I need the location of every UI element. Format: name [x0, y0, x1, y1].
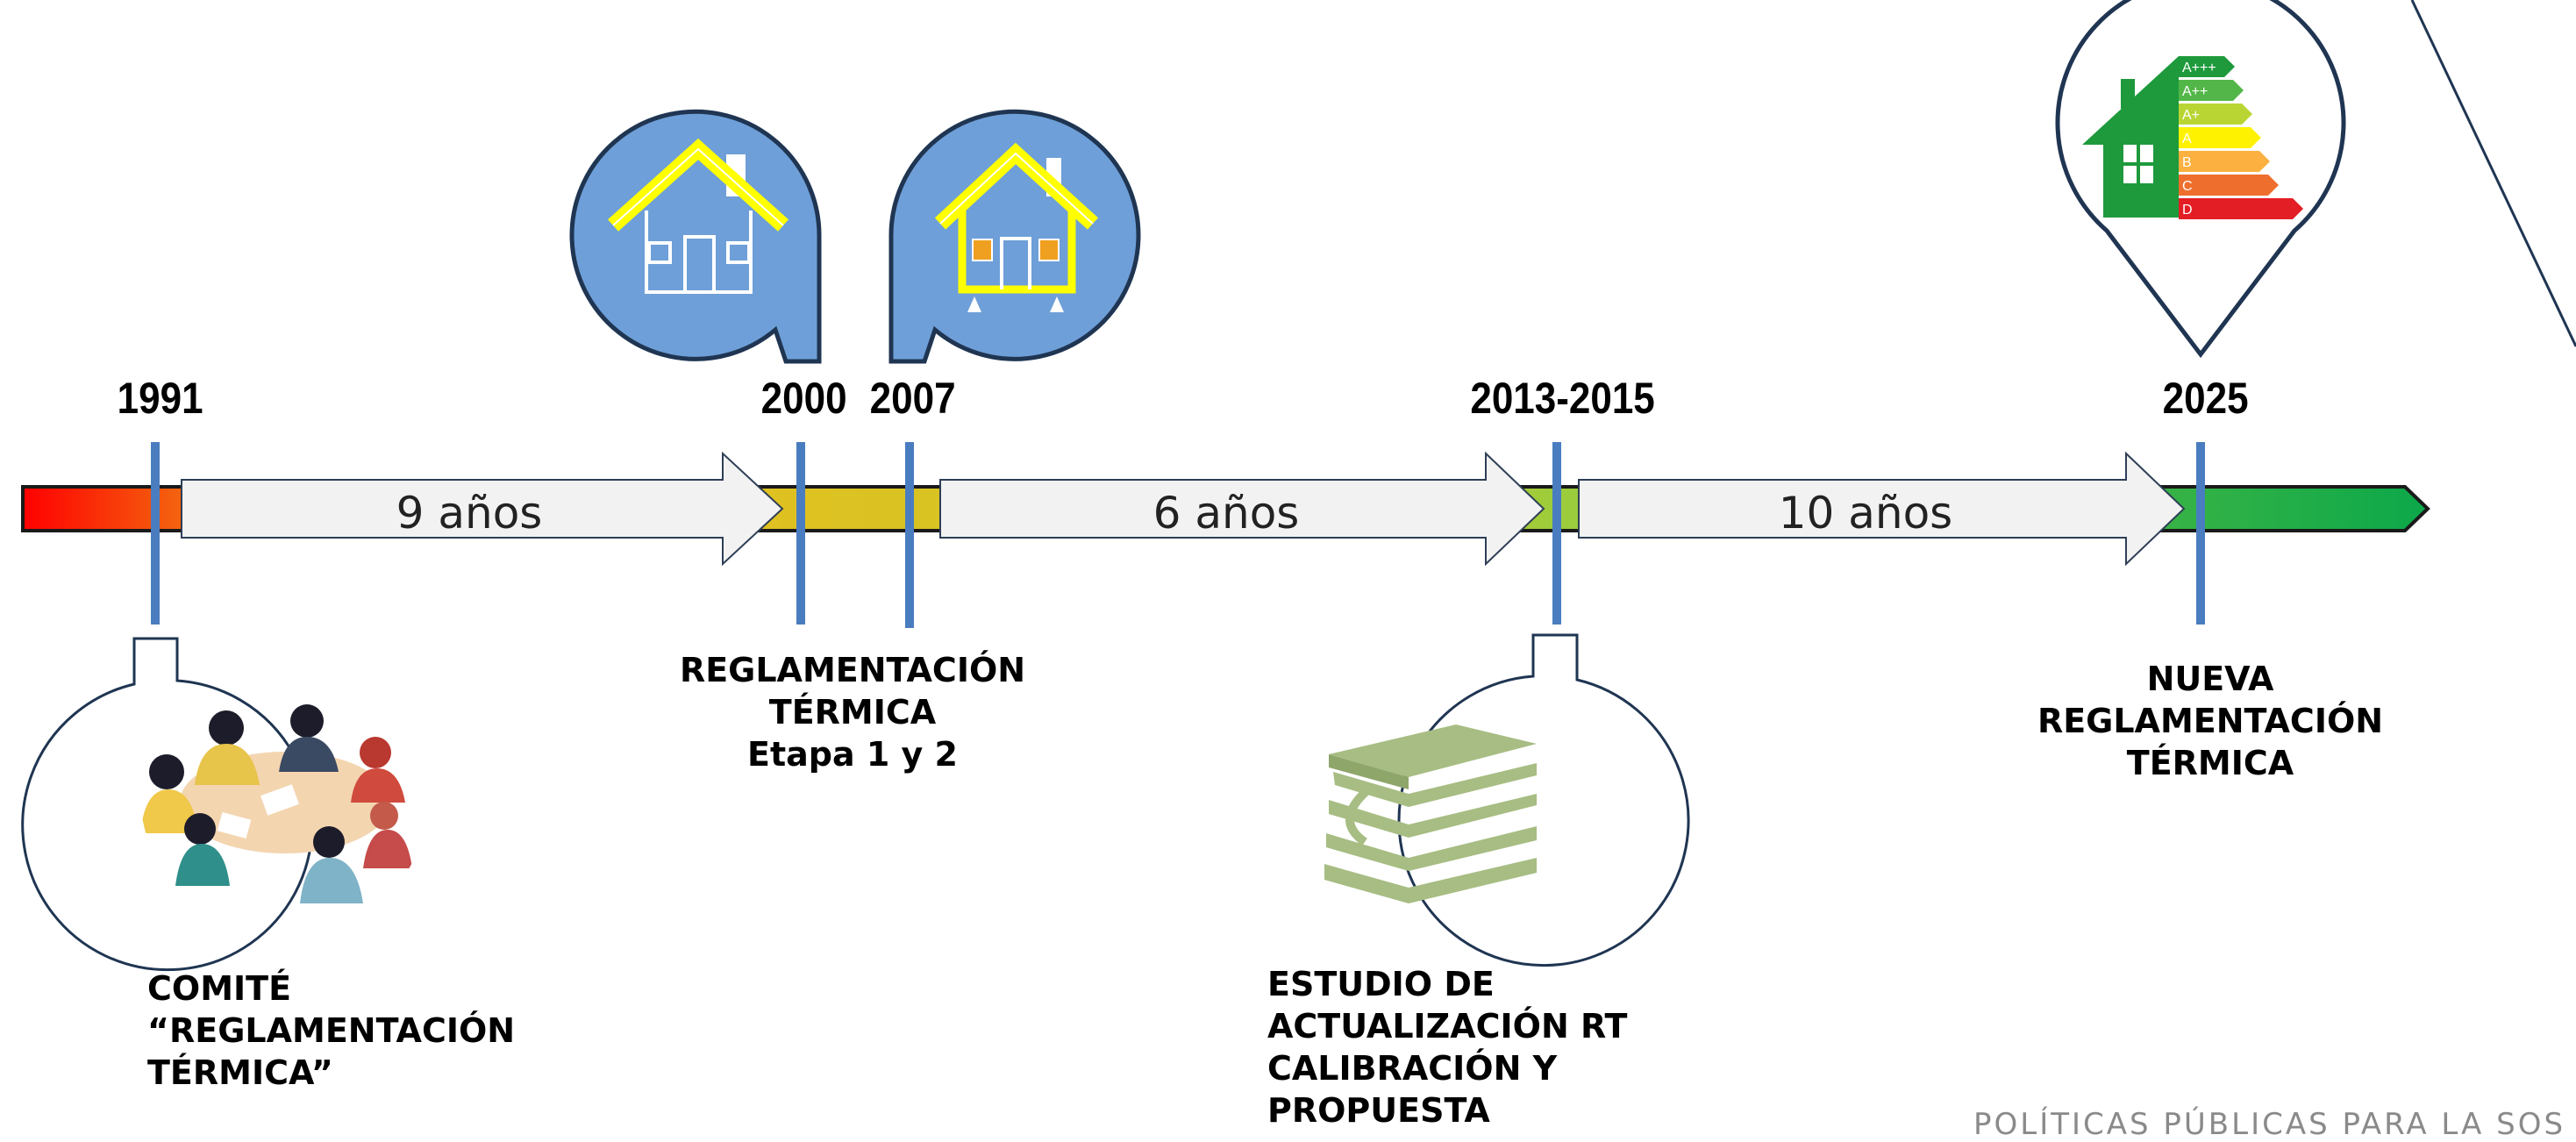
marker-1991 [151, 442, 160, 625]
energy-class-label: A++ [2182, 84, 2208, 99]
energy-class-bar [2179, 151, 2270, 172]
meeting-people-icon [140, 704, 412, 903]
event-label-comite: COMITÉ “REGLAMENTACIÓN TÉRMICA” [147, 969, 516, 1092]
energy-class-bar [2179, 127, 2261, 148]
green-house-icon [2082, 56, 2179, 218]
book-bubble [1324, 633, 1690, 967]
house-bubble-2000 [569, 109, 822, 364]
energy-class-bar [2179, 80, 2244, 101]
energy-class-label: A+ [2182, 108, 2200, 123]
marker-2025 [2196, 442, 2205, 625]
interval-label-3: 10 años [1779, 488, 1953, 539]
interval-arrow-3: 10 años [1578, 451, 2186, 567]
marker-2000 [796, 442, 805, 625]
energy-class-label: A [2182, 132, 2192, 146]
energy-class-bar [2179, 56, 2235, 77]
year-2013-2015: 2013-2015 [1470, 374, 1655, 423]
marker-2007 [905, 442, 914, 628]
energy-class-label: C [2182, 179, 2193, 194]
year-1991: 1991 [117, 374, 203, 423]
event-label-reglamentacion: REGLAMENTACIÓN TÉRMICA Etapa 1 y 2 [679, 651, 1026, 774]
decorative-diagonal [2410, 0, 2576, 347]
marker-2013-2015 [1552, 442, 1561, 625]
year-2025: 2025 [2162, 374, 2249, 423]
year-2000: 2000 [760, 374, 847, 423]
interval-label-1: 9 años [396, 488, 543, 539]
energy-class-label: D [2182, 203, 2193, 218]
books-icon [1324, 724, 1537, 903]
energy-class-label: A+++ [2182, 61, 2216, 75]
house-bubble-2007 [888, 109, 1141, 364]
year-2007: 2007 [869, 374, 956, 423]
interval-label-2: 6 años [1153, 488, 1300, 539]
footer-text: POLÍTICAS PÚBLICAS PARA LA SOS [1973, 1107, 2566, 1142]
committee-bubble [21, 637, 412, 972]
interval-arrow-2: 6 años [939, 451, 1545, 567]
energy-class-bar [2179, 198, 2303, 219]
insulated-house-icon [958, 211, 1076, 294]
event-label-nueva: NUEVA REGLAMENTACIÓN TÉRMICA [2037, 660, 2384, 782]
energy-class-bar [2179, 175, 2279, 196]
year-markers [151, 442, 2205, 628]
energy-class-bar [2179, 103, 2252, 125]
energy-class-label: B [2182, 155, 2192, 170]
event-label-estudio: ESTUDIO DE ACTUALIZACIÓN RT CALIBRACIÓN … [1267, 965, 1628, 1130]
interval-arrow-1: 9 años [181, 451, 784, 567]
